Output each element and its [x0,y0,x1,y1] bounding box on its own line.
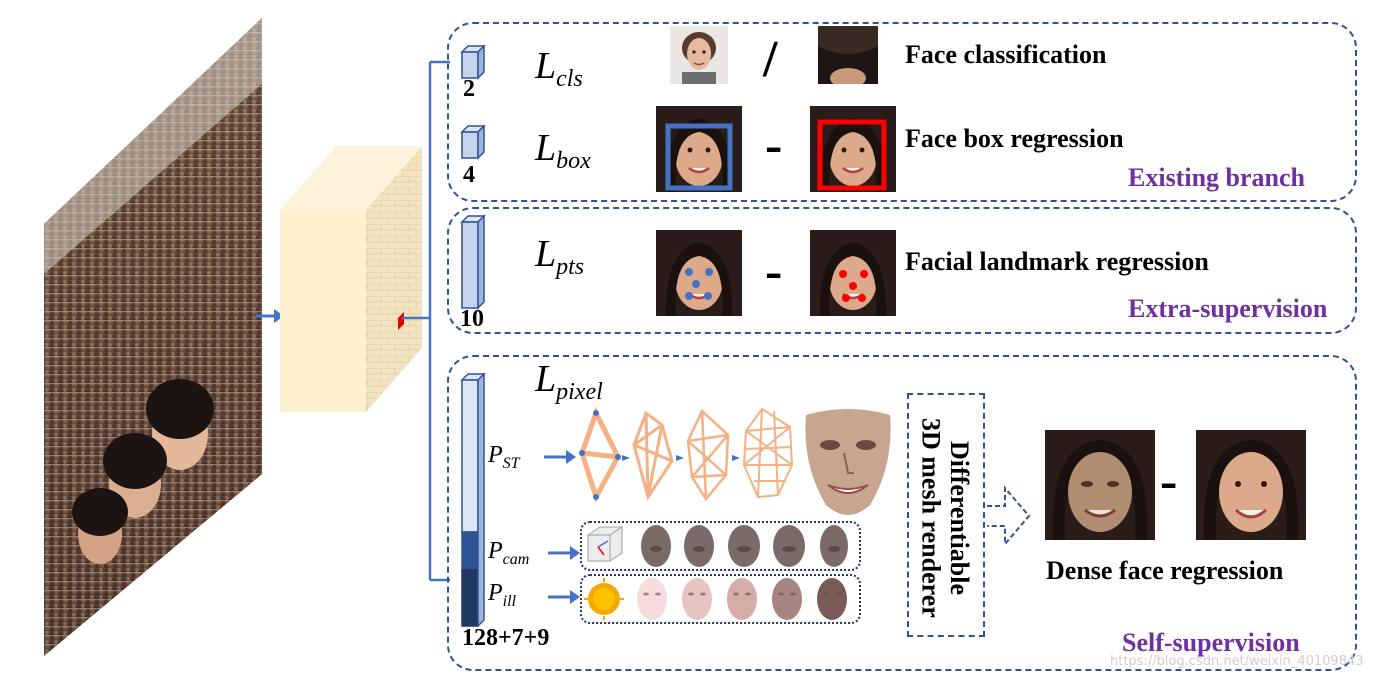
camera-pose-strip [580,521,861,571]
self-supervision-dim-label: 128+7+9 [462,625,550,651]
self-supervision-output-bar [460,372,486,628]
dense-face-regression-label: Dense face regression [1046,556,1284,585]
arrow-p-st [544,450,576,464]
self-supervision-panel [447,355,1357,671]
face-classification-label: Face classification [905,40,1107,69]
box-loss-label: Lbox [535,127,591,174]
extra-supervision-title: Extra-supervision [1128,294,1328,323]
face-landmark-predicted [656,230,742,316]
extra-supervision-panel [447,207,1357,334]
renderer-output-arrow [987,485,1031,547]
pts-operator: - [765,243,783,300]
p-st-label: PST [488,442,520,472]
box-output-cube [460,124,486,160]
illumination-strip [580,574,861,624]
arrow-p-cam [548,546,580,560]
camera-pose-samples [586,525,848,567]
illumination-samples [584,578,847,620]
head-bracket [402,60,450,582]
face-box-regression-label: Face box regression [905,124,1124,153]
mesh-renderer-box [907,393,985,637]
pts-output-cube [460,214,486,310]
self-supervision-title: Self-supervision [1122,628,1300,657]
facial-landmark-regression-label: Facial landmark regression [905,247,1209,276]
rendered-3d-face [800,405,896,523]
face-box-predicted [656,106,742,192]
mesh-refinement-sequence [579,406,794,504]
arrow-p-ill [548,590,580,604]
dense-face-rendered [1045,430,1155,540]
box-dim-label: 4 [463,162,475,188]
pixel-loss-label: Lpixel [535,358,603,405]
pts-loss-label: Lpts [535,233,585,280]
cls-output-cube [460,44,486,80]
face-landmark-ground-truth [810,230,896,316]
cls-loss-label: Lcls [535,45,583,92]
p-ill-label: Pill [488,580,517,610]
input-crowd-image [44,18,262,656]
watermark-text: https://blog.csdn.net/weixin_40109843 [1110,654,1364,669]
dense-face-ground-truth [1196,430,1306,540]
feature-map-block [280,146,422,412]
face-thumbnail-positive [670,26,728,84]
pts-dim-label: 10 [460,306,484,332]
cls-dim-label: 2 [463,76,475,102]
box-operator: - [765,117,783,174]
p-cam-label: Pcam [488,538,530,568]
cls-separator: / [763,31,778,88]
sun-icon [584,578,624,620]
arrow-input-to-features [256,309,284,323]
dense-operator: - [1160,453,1178,510]
face-thumbnail-negative [818,26,878,84]
face-box-ground-truth [810,106,896,192]
existing-branch-panel [447,22,1357,202]
existing-branch-title: Existing branch [1128,163,1305,192]
